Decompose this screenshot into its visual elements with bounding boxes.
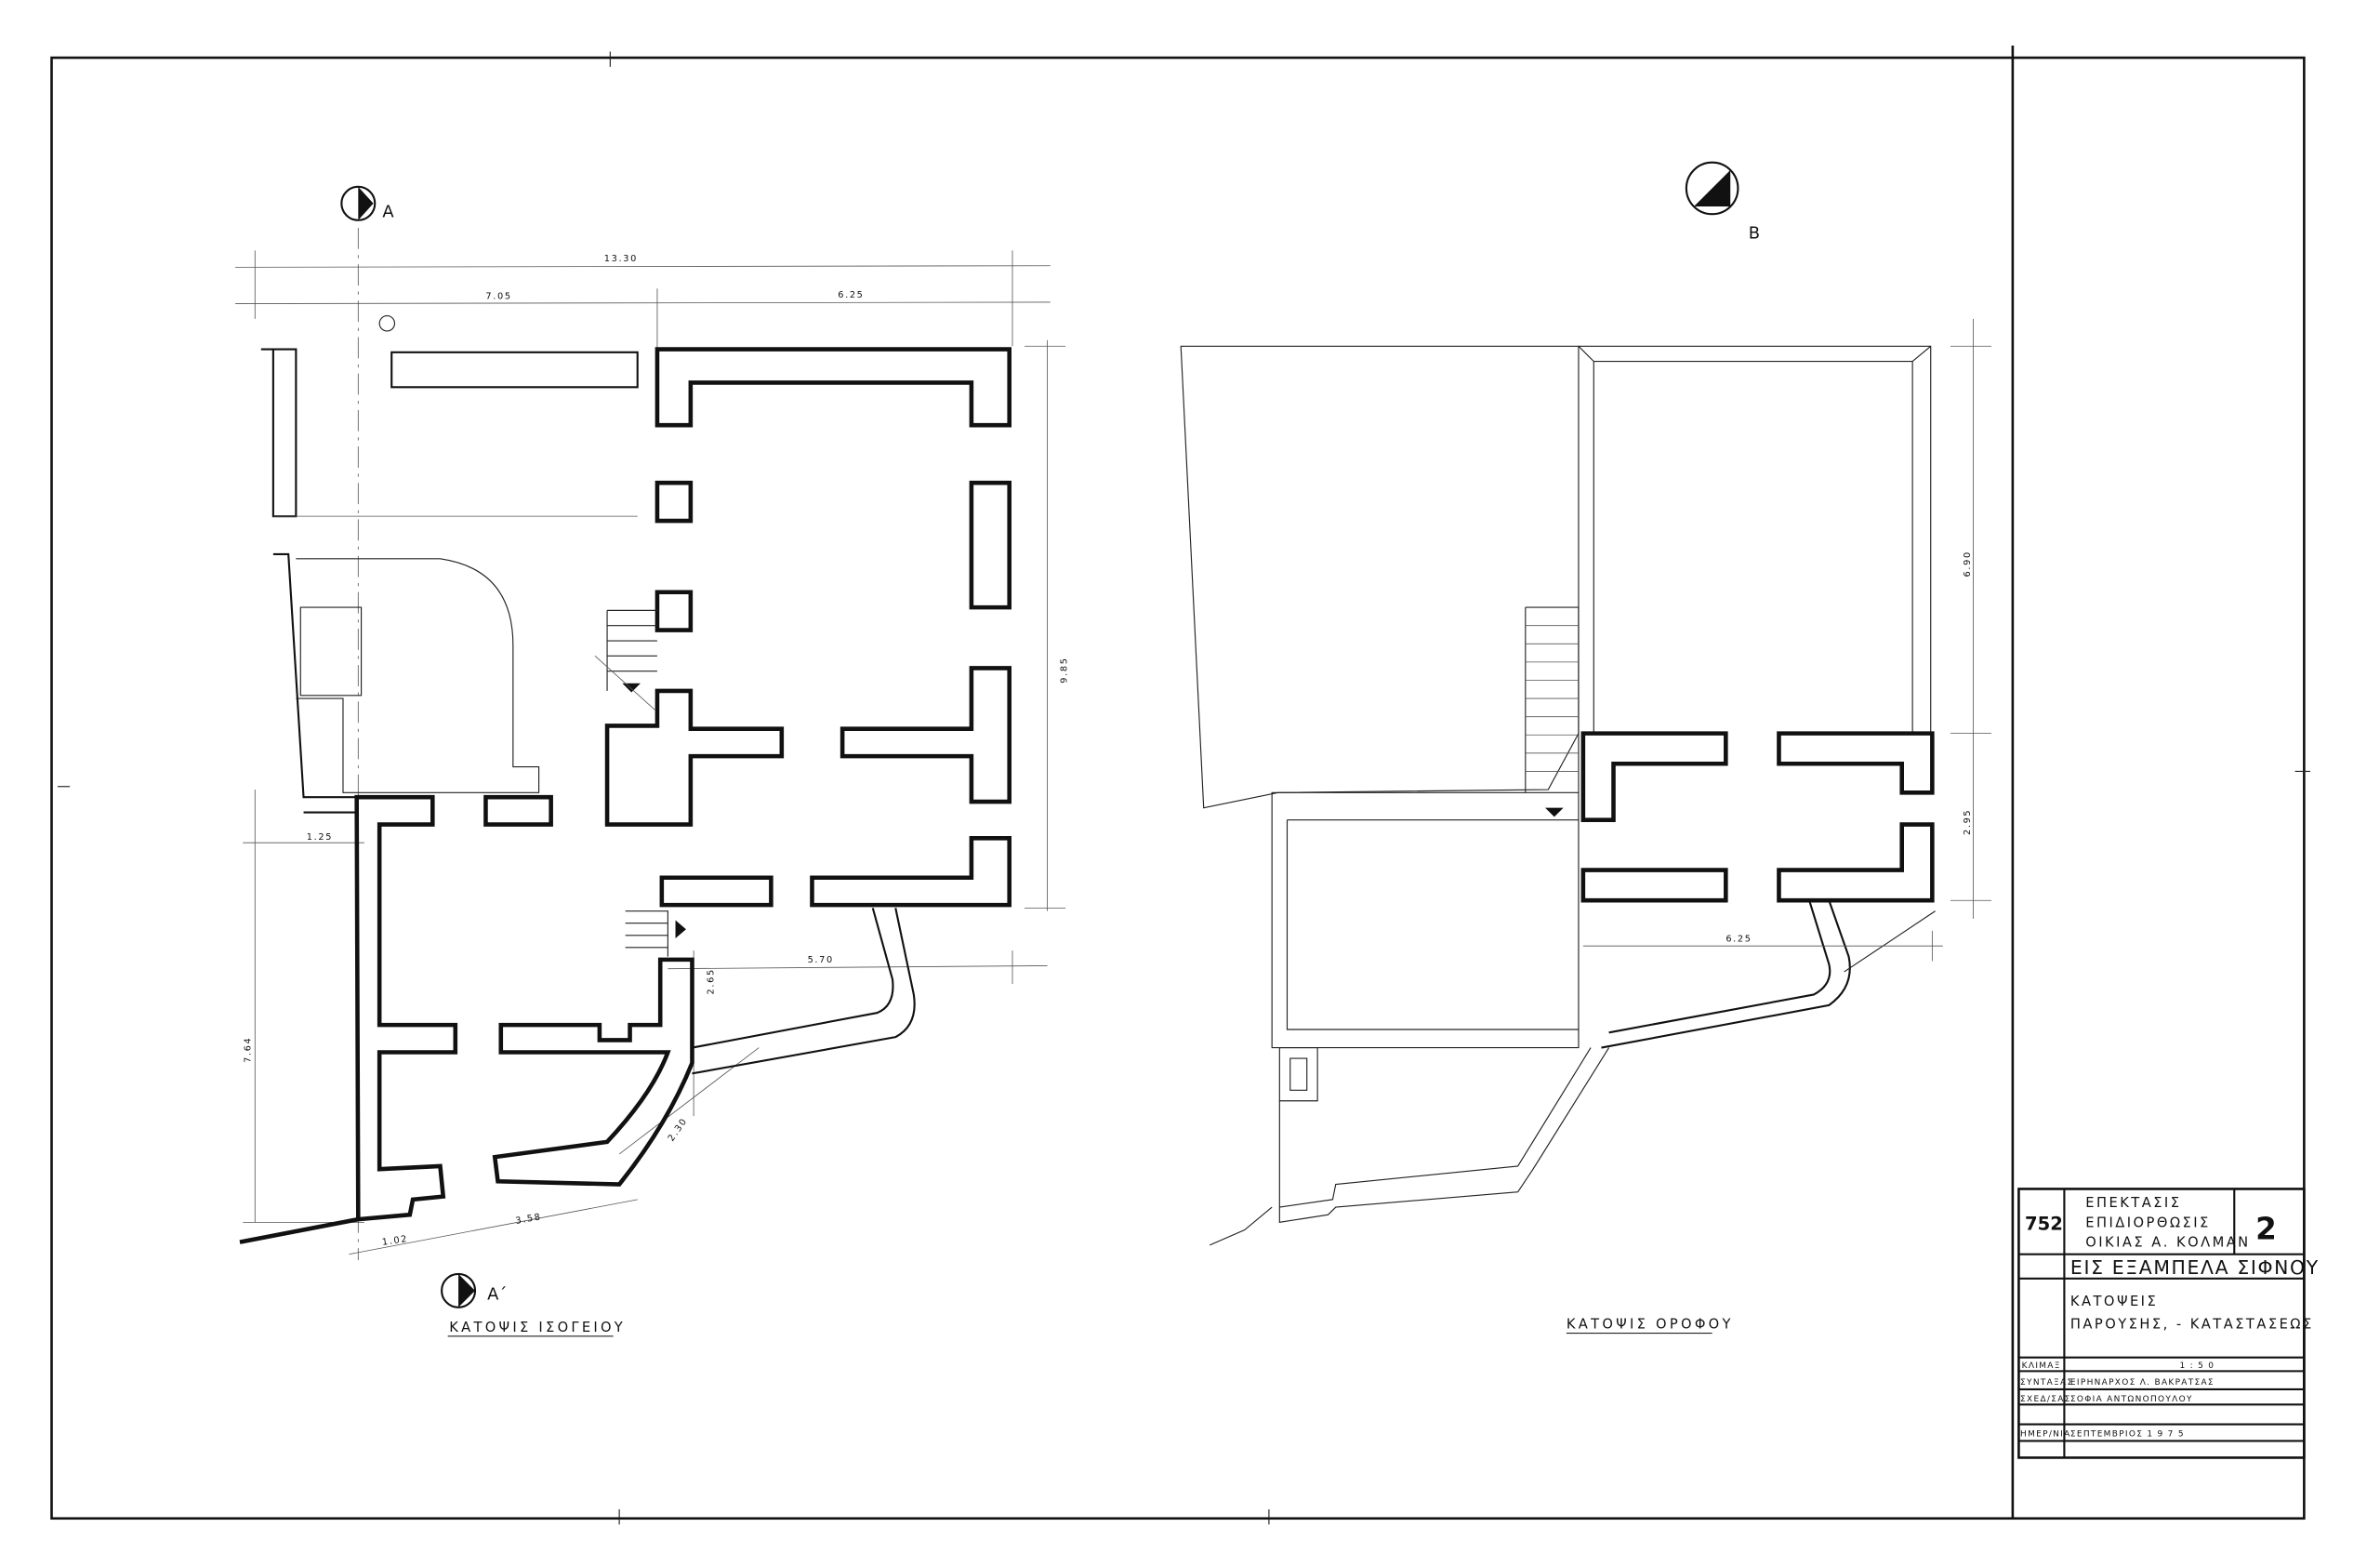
title-block: 752 ΕΠΕΚΤΑΣΙΣ ΕΠΙΔΙΟΡΘΩΣΙΣ ΟΙΚΙΑΣ Α. ΚΟΛ… xyxy=(2017,1188,2320,1459)
dim-step: 2.65 xyxy=(706,968,716,994)
location: ΕΙΣ ΕΞΑΜΠΕΛΑ ΣΙΦΝΟΥ xyxy=(2070,1256,2320,1279)
dimension-lines xyxy=(235,250,1066,1255)
dim-depth-bottom: 2.95 xyxy=(1963,809,1973,835)
ground-floor-walls xyxy=(239,347,1012,1244)
content-line-1: ΚΑΤΟΨΕΙΣ xyxy=(2070,1294,2158,1309)
sheet-number: 2 xyxy=(2255,1211,2277,1246)
content-line-2: ΠΑΡΟΥΣΗΣ, - ΚΑΤΑΣΤΑΣΕΩΣ xyxy=(2070,1317,2314,1333)
ground-floor-plan: A A΄ 13.30 7.05 xyxy=(235,185,1070,1337)
date-label: ΗΜΕΡ/ΝΙΑ xyxy=(2020,1430,2071,1440)
dim-bottom: 3.58 xyxy=(515,1212,543,1227)
upper-floor-title: ΚΑΤΟΨΙΣ ΟΡΟΦΟΥ xyxy=(1567,1317,1734,1333)
dim-depth-left: 7.64 xyxy=(243,1037,253,1063)
upper-floor-walls xyxy=(1580,731,1936,1049)
upper-floor-plan: B 6. xyxy=(1180,161,1992,1335)
scale-label: ΚΛΙΜΑΞ xyxy=(2022,1361,2061,1371)
composer-value: ΕΙΡΗΝΑΡΧΟΣ Λ. ΒΑΚΡΑΤΣΑΣ xyxy=(2070,1378,2215,1388)
roof-outline xyxy=(1180,345,1932,1246)
dim-left-offset: 1.25 xyxy=(307,832,333,843)
dim-corner: 1.02 xyxy=(381,1234,409,1248)
project-line-1: ΕΠΕΚΤΑΣΙΣ xyxy=(2085,1195,2181,1211)
project-line-2: ΕΠΙΔΙΟΡΘΩΣΙΣ xyxy=(2085,1215,2211,1230)
svg-text:A: A xyxy=(382,202,394,221)
composer-label: ΣΥΝΤΑΞΑΣ xyxy=(2020,1378,2073,1388)
dim-left-width: 7.05 xyxy=(485,292,511,302)
svg-text:A΄: A΄ xyxy=(487,1285,507,1305)
date-value: ΣΕΠΤΕΜΒΡΙΟΣ 1 9 7 5 xyxy=(2070,1430,2185,1440)
dim-upper-width: 6.25 xyxy=(1726,934,1752,944)
dim-depth-top: 6.90 xyxy=(1963,551,1973,577)
ground-floor-title: ΚΑΤΟΨΙΣ ΙΣΟΓΕΙΟΥ xyxy=(449,1320,626,1335)
drawing-number: 752 xyxy=(2025,1214,2063,1235)
dim-right-width: 6.25 xyxy=(838,290,864,300)
dim-terrace: 5.70 xyxy=(808,955,834,965)
drafter-value: ΣΟΦΙΑ ΑΝΤΩΝΟΠΟΥΛΟΥ xyxy=(2070,1395,2193,1404)
drafter-label: ΣΧΕΔ/ΣΑΣ xyxy=(2020,1395,2071,1404)
section-marker-a: A xyxy=(340,185,394,1261)
upper-dimension-lines xyxy=(1582,318,1992,962)
section-marker-a-prime: A΄ xyxy=(441,1272,507,1308)
dim-diagonal: 2.30 xyxy=(667,1116,690,1144)
sheet-frame xyxy=(50,45,2310,1525)
svg-text:B: B xyxy=(1749,223,1760,243)
scale-value: 1 : 5 0 xyxy=(2179,1361,2215,1371)
courtyard-walls xyxy=(260,348,639,814)
section-marker-b: B xyxy=(1685,161,1760,243)
dim-total-width: 13.30 xyxy=(604,254,638,264)
dim-depth-right: 9.85 xyxy=(1060,657,1070,683)
stairs xyxy=(594,609,686,957)
well-symbol xyxy=(378,315,396,332)
upper-stairs xyxy=(1525,606,1580,817)
project-line-3: ΟΙΚΙΑΣ Α. ΚΟΛΜΑΝ xyxy=(2085,1234,2250,1250)
